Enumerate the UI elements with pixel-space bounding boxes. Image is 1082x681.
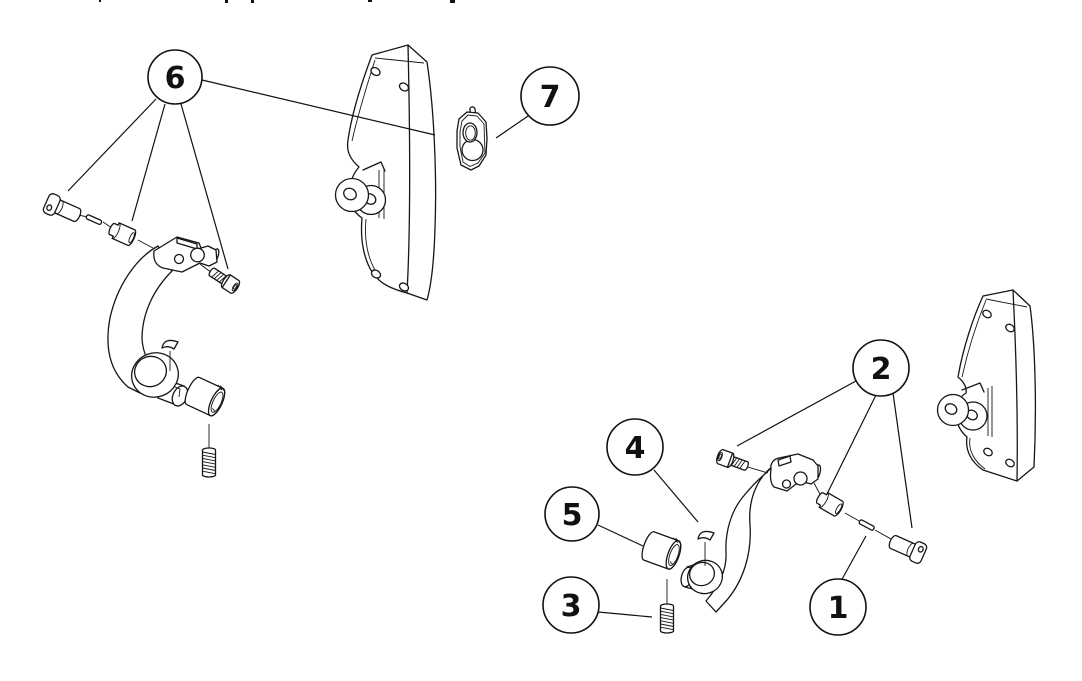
callout-2-circle xyxy=(852,339,910,397)
leader-6-to-flag-pin xyxy=(67,98,157,192)
callout-7-label: 7 xyxy=(540,80,561,115)
callout-4-label: 4 xyxy=(625,431,646,466)
callout-7-circle xyxy=(520,66,580,126)
right-small-bushing xyxy=(815,491,844,517)
leader-2-to-bushing xyxy=(826,394,877,495)
callout-6-label: 6 xyxy=(165,61,186,96)
left-spring xyxy=(201,447,217,478)
leader-lines xyxy=(67,79,913,618)
callout-3-label: 3 xyxy=(561,589,582,624)
right-mounting-plate xyxy=(936,289,1037,482)
callout-4-circle xyxy=(606,418,664,476)
callout-1: 1 xyxy=(809,578,867,636)
callout-6: 6 xyxy=(147,49,203,105)
callout-2: 2 xyxy=(852,339,910,397)
left-detent-pin xyxy=(85,214,103,226)
leader-2-to-screw xyxy=(736,380,857,447)
callout-7: 7 xyxy=(520,66,580,126)
leader-5-to-bushing xyxy=(597,524,644,547)
callout-5-circle xyxy=(544,486,600,542)
leader-6-to-screw xyxy=(180,103,229,270)
callout-3: 3 xyxy=(542,576,600,634)
leader-3-to-spring xyxy=(597,611,653,618)
leader-4-to-wedge xyxy=(653,469,699,523)
left-mounting-plate xyxy=(334,44,437,301)
callout-4: 4 xyxy=(606,418,664,476)
left-cam-wedge xyxy=(161,339,179,371)
callout-5: 5 xyxy=(544,486,600,542)
callout-1-circle xyxy=(809,578,867,636)
right-large-bushing xyxy=(641,531,682,570)
left-small-bushing xyxy=(108,222,137,246)
right-spring xyxy=(659,603,675,634)
right-cam-wedge xyxy=(697,530,715,566)
top-edge-crop-marks xyxy=(99,0,455,3)
left-large-bushing xyxy=(184,376,226,417)
right-lever xyxy=(680,453,822,613)
leader-6-to-bushing xyxy=(131,103,166,222)
callouts: 6 7 2 4 5 3 1 xyxy=(147,49,910,636)
left-flag-pin xyxy=(42,193,82,223)
right-flag-pin xyxy=(888,534,928,564)
leader-7-to-gasket xyxy=(495,113,532,139)
callout-1-label: 1 xyxy=(828,591,849,626)
left-assembly xyxy=(42,44,488,478)
left-lever xyxy=(107,236,220,407)
callout-5-label: 5 xyxy=(562,498,583,533)
gasket xyxy=(456,106,488,171)
callout-6-circle xyxy=(147,49,203,105)
left-screw xyxy=(208,267,241,294)
leader-1-to-pin-axis xyxy=(840,535,867,582)
callout-2-label: 2 xyxy=(871,352,892,387)
right-detent-pin xyxy=(858,519,875,531)
right-assembly xyxy=(641,289,1037,634)
leader-6-to-gasket xyxy=(201,79,436,136)
right-screw xyxy=(716,449,749,471)
leader-2-to-flag-pin xyxy=(892,392,913,529)
callout-3-circle xyxy=(542,576,600,634)
